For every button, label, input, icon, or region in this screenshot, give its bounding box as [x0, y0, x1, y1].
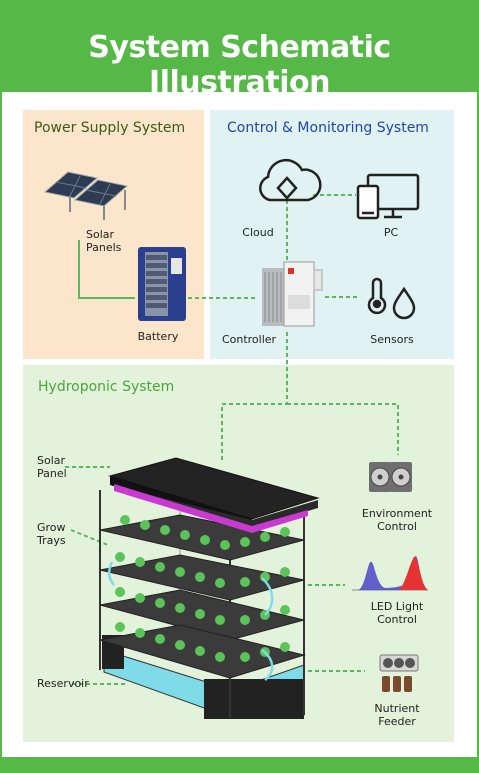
vertical-farm-rack: [99, 457, 320, 719]
solar-panel-label: Solar Panel: [37, 454, 67, 480]
pc-label: PC: [383, 226, 399, 239]
control-monitoring-panel: [210, 110, 454, 359]
controller-icon: [262, 261, 323, 327]
reservoir-label: Reservoir: [37, 677, 89, 690]
environment-control-label: Environment Control: [361, 507, 433, 533]
sensors-icon: [367, 277, 416, 320]
sensors-label: Sensors: [370, 333, 414, 346]
solar-panels-icon: [43, 171, 129, 220]
environment-control-icon: [369, 462, 412, 492]
grow-trays-label: Grow Trays: [37, 521, 66, 547]
control-panel-title: Control & Monitoring System: [227, 120, 429, 136]
nutrient-feeder-icon: [379, 654, 419, 692]
header-bar: System Schematic Illustration: [0, 0, 479, 100]
led-light-icon: [352, 556, 428, 591]
pc-icon: [356, 173, 420, 220]
nutrient-feeder-label: Nutrient Feeder: [374, 702, 420, 728]
battery-label: Battery: [137, 330, 179, 343]
power-panel-title: Power Supply System: [34, 120, 186, 136]
hydro-panel-title: Hydroponic System: [38, 379, 175, 395]
connector-lines: [65, 194, 399, 685]
battery-icon: [138, 247, 186, 321]
cloud-label: Cloud: [242, 226, 274, 239]
led-light-control-label: LED Light Control: [370, 600, 424, 626]
controller-label: Controller: [221, 333, 277, 346]
solar-panels-label: Solar Panels: [86, 228, 122, 254]
page-title: System Schematic Illustration: [88, 30, 391, 100]
cloud-icon: [259, 158, 322, 202]
footer-bar: [0, 757, 479, 773]
